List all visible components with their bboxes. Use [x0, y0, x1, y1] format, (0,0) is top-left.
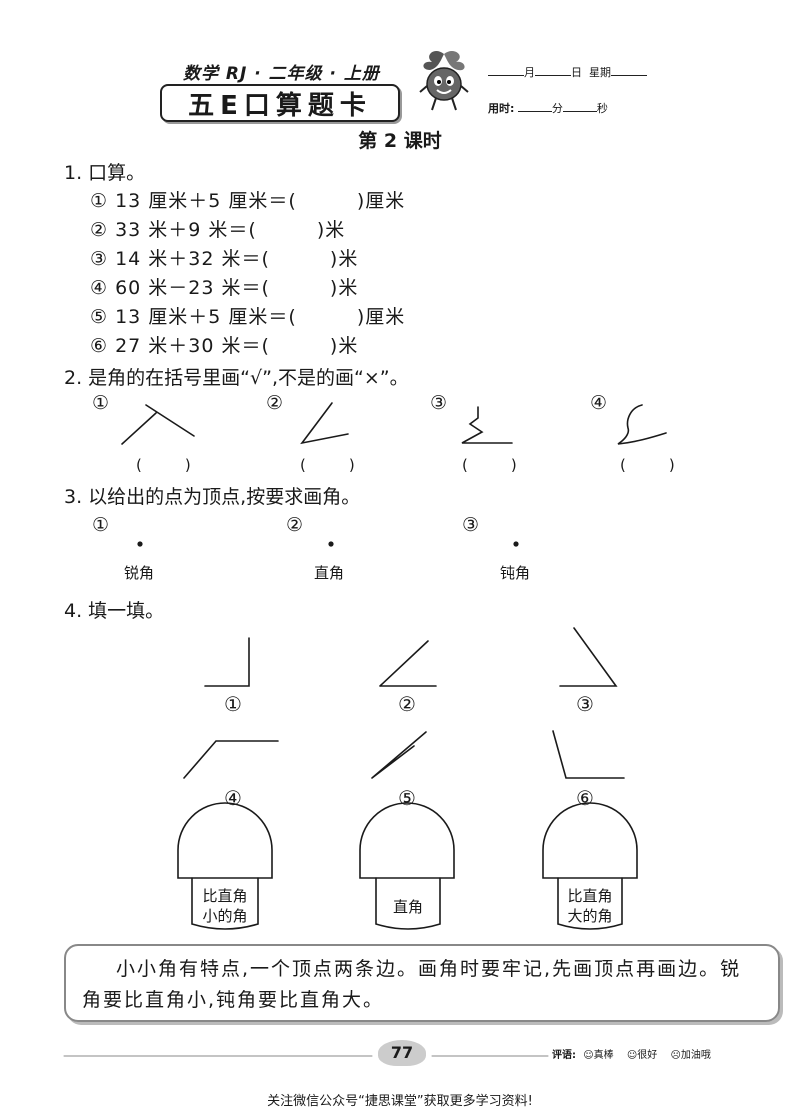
- eval-option-keep-trying[interactable]: 加油哦: [680, 1050, 711, 1061]
- second-label: 秒: [596, 102, 608, 115]
- minute-label: 分: [551, 102, 563, 115]
- q2-number: ③: [430, 392, 448, 414]
- day-label: 日: [571, 66, 582, 79]
- q2-figure-4: [617, 404, 667, 445]
- great-face-icon[interactable]: ☺: [583, 1050, 594, 1061]
- keep-trying-face-icon[interactable]: ☹: [670, 1050, 681, 1061]
- q4-number: ⑥: [576, 786, 594, 810]
- q2-title: 2. 是角的在括号里画“√”,不是的画“×”。: [64, 367, 409, 389]
- q3-number: ①: [92, 514, 110, 536]
- q1-item[interactable]: ④ 60 米－23 米＝( )米: [90, 277, 359, 299]
- answer-paren[interactable]: ( ): [300, 456, 369, 474]
- q4-number: ①: [224, 692, 242, 716]
- time-used-line[interactable]: 用时: 分 秒: [488, 100, 608, 116]
- q4-angle-6: [552, 730, 625, 779]
- house-label-right[interactable]: 直角: [392, 898, 423, 916]
- q2-figure-1: [121, 404, 195, 445]
- vertex-dot-3[interactable]: [513, 541, 519, 547]
- vertex-dot-2[interactable]: [328, 541, 334, 547]
- answer-paren[interactable]: ( ): [462, 456, 531, 474]
- time-label: 用时:: [488, 102, 515, 115]
- q4-number: ②: [398, 692, 416, 716]
- q4-title: 4. 填一填。: [64, 600, 165, 622]
- page-number: 77: [378, 1040, 426, 1066]
- month-label: 月: [524, 66, 535, 79]
- q3-title: 3. 以给出的点为顶点,按要求画角。: [64, 486, 361, 508]
- answer-paren[interactable]: ( ): [620, 456, 689, 474]
- q2-figure-2: [300, 402, 349, 445]
- q3-number: ③: [462, 514, 480, 536]
- house-label-larger[interactable]: 比直角 大的角: [567, 887, 613, 925]
- q2-number: ②: [266, 392, 284, 414]
- mascot-icon: [419, 51, 469, 111]
- q4-number: ⑤: [398, 786, 416, 810]
- evaluation-label: 评语:: [552, 1050, 576, 1061]
- q1-item[interactable]: ② 33 米＋9 米＝( )米: [90, 219, 346, 241]
- q2-number: ①: [92, 392, 110, 414]
- q4-angle-4: [183, 740, 279, 779]
- right-angle-label: 直角: [314, 564, 345, 582]
- footer-note: 关注微信公众号“捷思课堂”获取更多学习资料!: [267, 1094, 533, 1109]
- q1-title: 1. 口算。: [64, 162, 146, 184]
- q4-angle-3: [559, 627, 618, 687]
- q1-item[interactable]: ⑤ 13 厘米＋5 厘米＝( )厘米: [90, 306, 406, 328]
- eval-option-good[interactable]: 很好: [637, 1050, 658, 1061]
- q4-number: ③: [576, 692, 594, 716]
- week-label: 星期: [589, 66, 611, 79]
- q4-angle-1: [204, 637, 250, 687]
- q1-item[interactable]: ⑥ 27 米＋30 米＝( )米: [90, 335, 359, 357]
- q1-item[interactable]: ① 13 厘米＋5 厘米＝( )厘米: [90, 190, 406, 212]
- obtuse-angle-label: 钝角: [500, 564, 531, 582]
- card-title: 五E口算题卡: [160, 84, 400, 122]
- good-face-icon[interactable]: ☺: [626, 1050, 638, 1061]
- q2-number: ④: [590, 392, 608, 414]
- q4-angle-2: [379, 640, 437, 687]
- book-subtitle: 数学 RJ · 二年级 · 上册: [183, 64, 380, 84]
- house-label-smaller[interactable]: 比直角 小的角: [202, 887, 248, 925]
- lesson-title: 第 2 课时: [358, 130, 442, 152]
- q1-item[interactable]: ③ 14 米＋32 米＝( )米: [90, 248, 359, 270]
- acute-angle-label: 锐角: [124, 564, 155, 582]
- vertex-dot-1[interactable]: [137, 541, 143, 547]
- q3-number: ②: [286, 514, 304, 536]
- tip-box: [64, 944, 780, 1022]
- evaluation-row: 评语: ☺真棒 ☺很好 ☹加油哦: [552, 1046, 711, 1061]
- q4-angle-5: [371, 731, 427, 779]
- q4-number: ④: [224, 786, 242, 810]
- answer-paren[interactable]: ( ): [136, 456, 205, 474]
- q2-figure-3: [461, 406, 513, 444]
- date-line[interactable]: 月 日 星期: [488, 64, 647, 80]
- tip-text: 小小角有特点,一个顶点两条边。画角时要牢记,先画顶点再画边。锐角要比直角小,钝角…: [82, 958, 742, 1011]
- eval-option-great[interactable]: 真棒: [593, 1050, 614, 1061]
